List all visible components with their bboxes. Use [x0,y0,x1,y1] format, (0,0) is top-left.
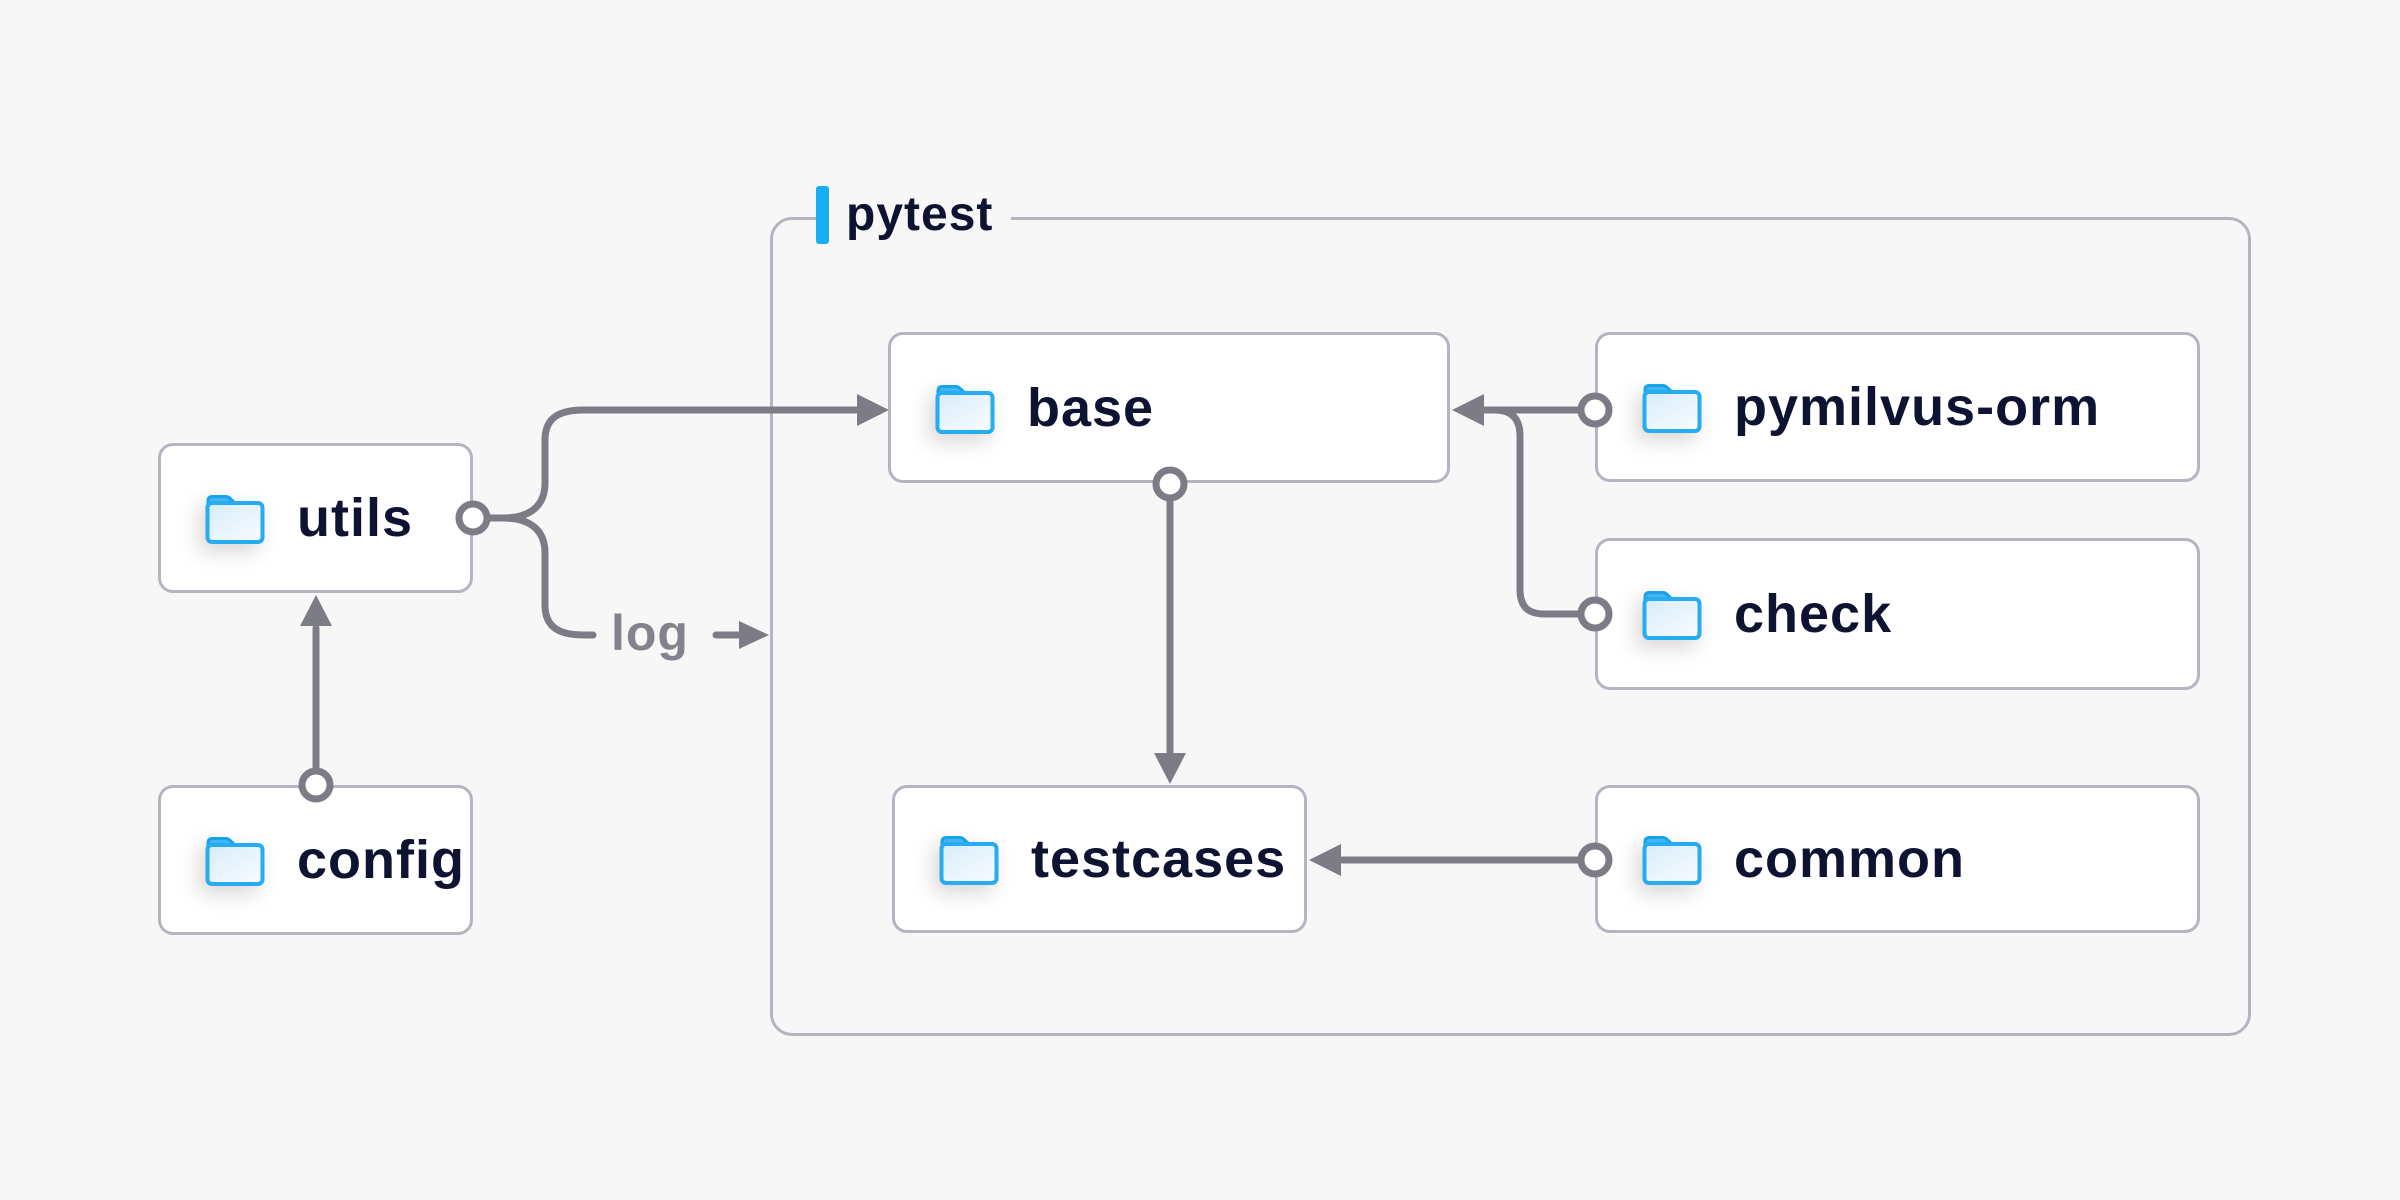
node-label: check [1734,584,1893,644]
folder-icon [203,832,267,888]
node-pymilvus-orm: pymilvus-orm [1595,332,2200,482]
folder-icon [203,490,267,546]
node-check: check [1595,538,2200,690]
node-label: config [297,830,465,890]
arrowhead-log [739,621,769,649]
node-testcases: testcases [892,785,1307,933]
edge-label-log: log [611,605,689,661]
group-title: pytest [846,188,994,241]
accent-bar-icon [816,186,829,244]
arrowhead-into-utils [300,595,332,626]
node-label: utils [297,488,414,548]
node-label: pymilvus-orm [1734,377,2101,437]
pytest-group-container [770,217,2251,1036]
folder-icon [1640,379,1704,435]
node-config: config [158,785,473,935]
node-label: base [1027,377,1155,438]
edge-utils-log [485,514,597,639]
node-common: common [1595,785,2200,933]
node-base: base [888,332,1450,483]
node-label: common [1734,829,1966,889]
folder-icon [1640,586,1704,642]
folder-icon [937,831,1001,887]
folder-icon [933,380,997,436]
node-utils: utils [158,443,473,593]
folder-icon [1640,831,1704,887]
node-label: testcases [1031,829,1287,889]
pytest-group-label: pytest [816,184,1012,246]
